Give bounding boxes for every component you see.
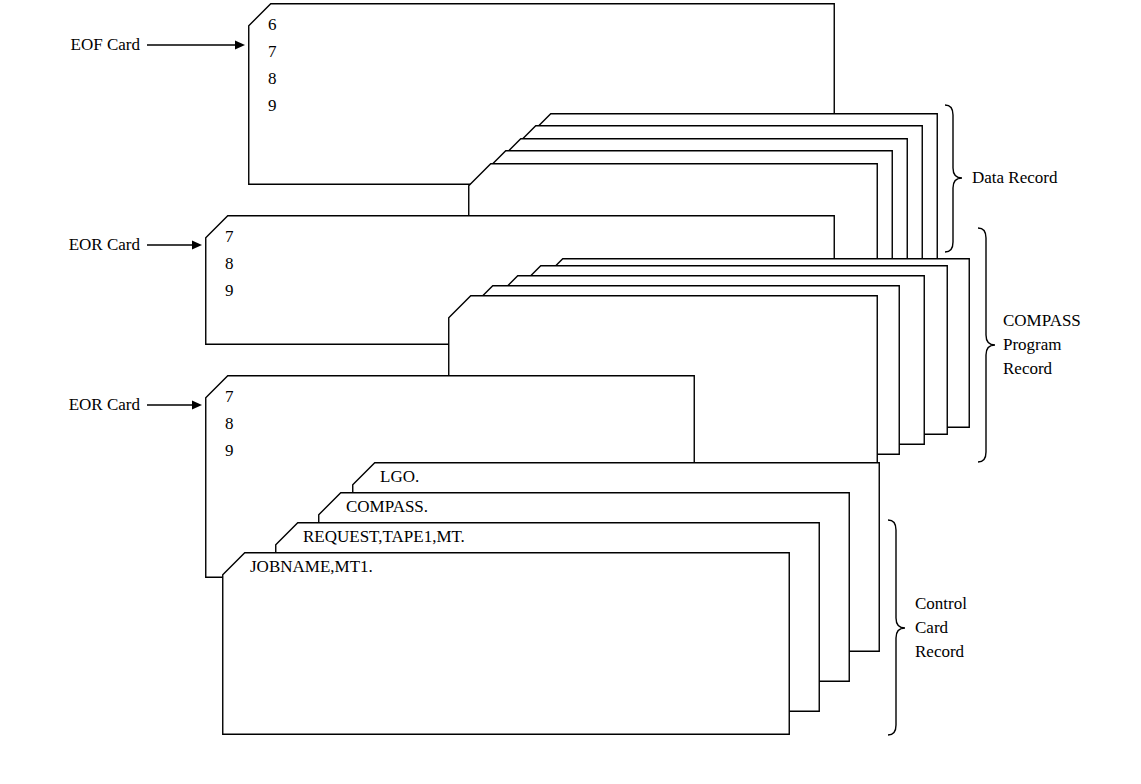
arrow-head [235,41,245,50]
label-holder: Control Card Record [915,592,967,664]
card-punch-text: 7 8 9 [225,223,234,304]
arrow-head [192,241,202,250]
record-brace [978,228,995,462]
record-brace [945,105,962,252]
label-holder: EOR Card [69,235,140,255]
pointer-arrow [147,244,194,245]
label-holder: EOR Card [69,395,140,415]
card-outline-path [223,553,790,735]
card-punch-text: REQUEST,TAPE1,MT. [303,527,465,547]
label-holder: EOF Card [71,35,140,55]
record-brace [888,520,905,735]
card-punch-text: JOBNAME,MT1. [250,557,373,577]
label-holder: Data Record [972,168,1057,188]
card-label: EOF Card [71,35,140,55]
label-holder: COMPASS Program Record [1003,309,1081,381]
record-label: Control Card Record [915,592,967,664]
card-label: Data Record [972,168,1057,188]
pointer-arrow [147,44,237,45]
pointer-arrow [147,404,194,405]
card-outline-path [249,4,835,185]
card-outline [222,552,790,735]
card-outline-path [206,216,835,345]
card-punch-text: 6 7 8 9 [268,11,277,119]
card-label: EOR Card [69,235,140,255]
card-punch-text: 7 8 9 [225,383,234,464]
record-label: COMPASS Program Record [1003,309,1081,381]
punched-card: JOBNAME,MT1. [222,552,790,735]
arrow-head [192,401,202,410]
card-punch-text: COMPASS. [346,497,428,517]
card-label: EOR Card [69,395,140,415]
card-punch-text: LGO. [380,467,419,487]
